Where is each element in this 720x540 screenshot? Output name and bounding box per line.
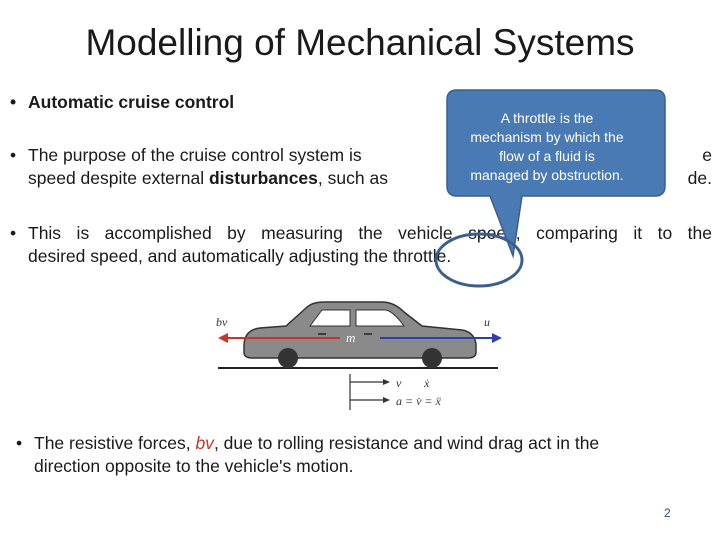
bullet-line: desired speed, and automatically adjusti…: [28, 246, 452, 266]
bullet-dot: •: [10, 92, 17, 112]
bullet-text: Automatic cruise control: [28, 92, 235, 112]
car-free-body-diagram: m bv u v ẋ a = v̇ = ẍ: [216, 301, 502, 410]
acceleration-arrowhead: [383, 397, 390, 403]
bullet-dot: •: [10, 223, 17, 243]
bullet-resistive-forces: • The resistive forces, bv, due to rolli…: [16, 432, 704, 478]
bullet-text: , due to rolling resistance and wind dra…: [213, 433, 600, 453]
right-force-label: u: [484, 315, 490, 329]
velocity-label: v: [396, 376, 402, 390]
bullet-line: This is accomplished by measuring the ve…: [28, 223, 712, 243]
bullet-text-tail: de.: [687, 168, 712, 188]
wheel-rear: [278, 348, 298, 368]
bullet-accomplished: • This is accomplished by measuring the …: [10, 222, 712, 268]
car-window: [309, 309, 351, 327]
bullet-text: The purpose of the cruise control system…: [28, 145, 362, 165]
xdot-label: ẋ: [423, 376, 430, 390]
bullet-text-tail: e: [702, 145, 712, 165]
callout-line: flow of a fluid is: [499, 148, 595, 164]
callout-line: mechanism by which the: [470, 129, 624, 145]
bullet-automatic-cruise-control: • Automatic cruise control: [10, 91, 235, 114]
right-arrowhead: [492, 333, 502, 343]
slide-title: Modelling of Mechanical Systems: [85, 22, 635, 63]
callout-line: managed by obstruction.: [470, 167, 624, 183]
bullet-purpose: • The purpose of the cruise control syst…: [10, 144, 712, 190]
left-arrowhead: [218, 333, 228, 343]
bullet-text: speed despite external: [28, 168, 209, 188]
velocity-arrowhead: [383, 379, 390, 385]
bullet-line: direction opposite to the vehicle's moti…: [34, 456, 354, 476]
car-window: [355, 309, 405, 327]
wheel-front: [422, 348, 442, 368]
bullet-dot: •: [16, 433, 23, 453]
mass-label: m: [346, 330, 355, 345]
bold-term: disturbances: [208, 168, 318, 188]
callout-text: A throttle is the mechanism by which the…: [442, 109, 652, 185]
bv-term: bv: [195, 433, 214, 453]
page-number: 2: [664, 506, 671, 520]
bullet-text: , such as: [317, 168, 388, 188]
bullet-text: The resistive forces,: [34, 433, 196, 453]
left-force-label: bv: [216, 315, 228, 329]
acceleration-label: a = v̇ = ẍ: [396, 394, 442, 408]
callout-line: A throttle is the: [500, 110, 594, 126]
bullet-dot: •: [10, 145, 17, 165]
car-body: [243, 301, 477, 359]
